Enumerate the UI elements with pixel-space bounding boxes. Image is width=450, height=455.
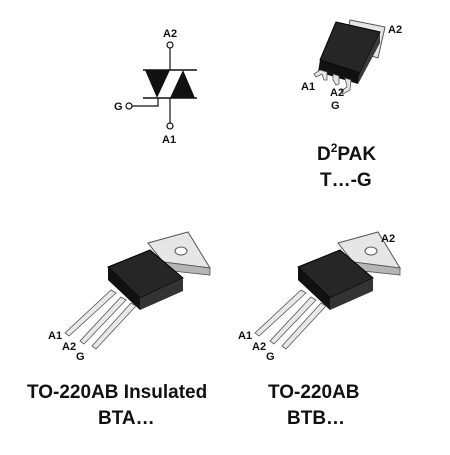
bta-part-prefix: BTA… xyxy=(98,408,155,429)
d2pak-package-name: D2PAK xyxy=(317,141,376,165)
d2pak-body-front xyxy=(318,60,360,84)
d2pak-label-g: G xyxy=(331,100,340,112)
btb-label-a1: A1 xyxy=(238,330,252,342)
bta-label-a2: A2 xyxy=(62,341,76,353)
btb-package-name: TO-220AB xyxy=(268,382,360,403)
terminal-a1 xyxy=(166,122,174,130)
btb-body-side xyxy=(330,278,373,310)
bta-mounting-hole xyxy=(174,246,188,256)
d2pak-label-a2-tab: A2 xyxy=(388,24,402,36)
d2pak-label-a2: A2 xyxy=(330,87,344,99)
bta-body-front xyxy=(108,267,140,310)
bta-package-name: TO-220AB Insulated xyxy=(27,382,207,403)
symbol-label-g: G xyxy=(114,101,123,113)
btb-label-g: G xyxy=(266,351,275,363)
d2pak-part-prefix: T…-G xyxy=(320,170,372,191)
bta-lead-a2 xyxy=(79,296,127,345)
d2pak-package: A2 A1 A2 G D2PAK T…-G xyxy=(301,19,402,191)
diode-up xyxy=(170,70,195,98)
d2pak-label-a1: A1 xyxy=(301,81,315,93)
btb-lead-a1 xyxy=(254,289,307,337)
btb-label-a2-tab: A2 xyxy=(381,233,395,245)
symbol-label-a1: A1 xyxy=(162,134,176,146)
symbol-label-a2: A2 xyxy=(163,28,177,40)
btb-body-front xyxy=(298,267,330,310)
btb-mounting-hole xyxy=(364,246,378,256)
d2pak-lead-g xyxy=(340,77,352,95)
terminal-g xyxy=(125,102,133,110)
btb-label-a2: A2 xyxy=(252,341,266,353)
triac-symbol: A2 G A1 xyxy=(114,28,197,146)
to220-insulated-package: A1 A2 G TO-220AB Insulated BTA… xyxy=(27,231,211,429)
to220-package: A2 A1 A2 G TO-220AB BTB… xyxy=(238,231,401,429)
bta-label-a1: A1 xyxy=(48,330,62,342)
btb-lead-g xyxy=(281,302,327,350)
bta-label-g: G xyxy=(76,351,85,363)
btb-lead-a2 xyxy=(269,296,317,345)
diode-down xyxy=(145,70,170,98)
d2pak-lead-a2 xyxy=(332,73,340,86)
bta-body-side xyxy=(140,278,183,310)
terminal-a2 xyxy=(166,41,174,49)
btb-part-prefix: BTB… xyxy=(287,408,345,429)
lead-gate xyxy=(132,98,159,107)
d2pak-lead-a1 xyxy=(313,69,328,81)
bta-lead-a1 xyxy=(64,289,117,337)
bta-lead-g xyxy=(91,302,137,350)
d2pak-body-side xyxy=(358,32,380,84)
